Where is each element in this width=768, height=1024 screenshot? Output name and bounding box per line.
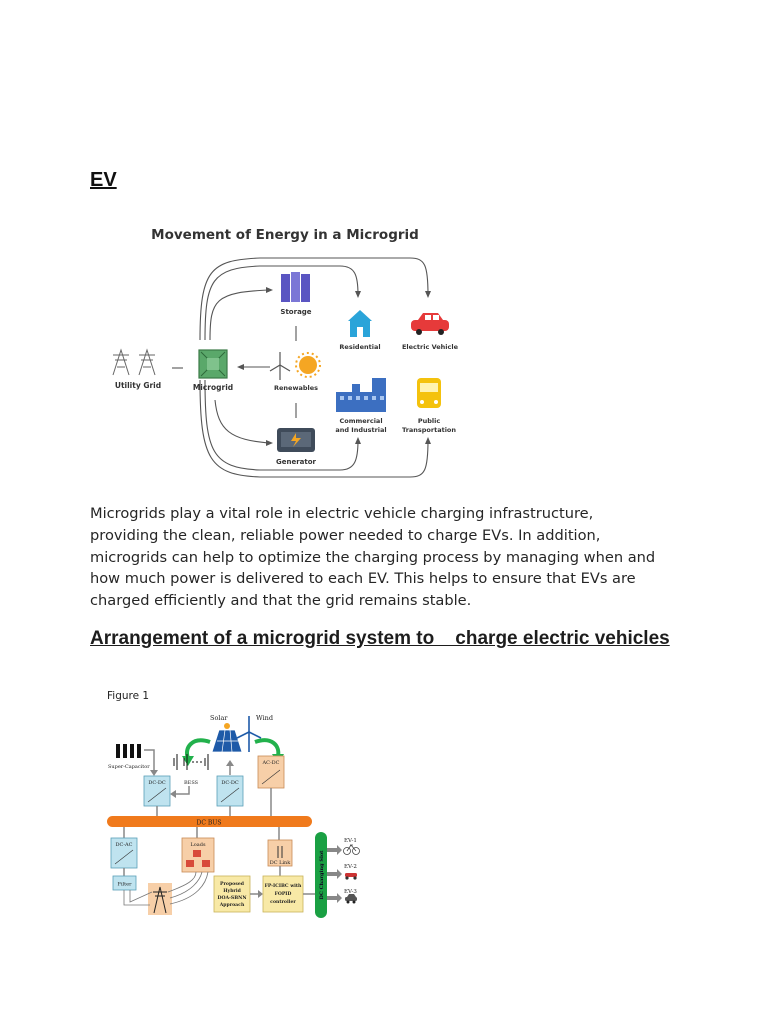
super-capacitor-icon (116, 744, 141, 758)
svg-text:Loads: Loads (190, 842, 206, 848)
car-icon (411, 313, 449, 335)
public-label-1: Public (418, 417, 441, 425)
utility-grid-label: Utility Grid (115, 381, 161, 390)
solar-label: Solar (210, 714, 228, 722)
wind-arrow (254, 738, 281, 757)
microgrid-icon (198, 349, 228, 379)
dc-dc-converter-2: DC-DC (216, 775, 244, 807)
wind-turbine-icon (269, 352, 291, 380)
energy-microgrid-figure: Movement of Energy in a Microgrid Storag… (112, 227, 459, 478)
dc-ac-converter: DC-AC (110, 837, 138, 869)
svg-text:DC Link: DC Link (270, 860, 292, 866)
charging-slot-bar (315, 832, 327, 918)
dc-link-box: DC Link (267, 839, 293, 867)
wind-turbine-icon (236, 716, 262, 752)
generator-label: Generator (276, 458, 317, 466)
electric-vehicle-label: Electric Vehicle (402, 343, 459, 351)
svg-text:AC-DC: AC-DC (262, 760, 280, 766)
dc-bus-label: DC BUS (197, 820, 222, 827)
svg-text:FOPID: FOPID (275, 891, 292, 897)
svg-text:Approach: Approach (219, 902, 245, 908)
figure-caption: Figure 1 (107, 690, 149, 702)
wind-label: Wind (256, 714, 273, 722)
sun-icon (295, 352, 321, 378)
bess-label: BESS (184, 780, 199, 786)
house-icon (348, 310, 372, 337)
charging-slot-label: DC Charging Slot (319, 850, 325, 900)
car-icon (345, 894, 357, 904)
controller-box: FP-ICIBC with FOPID controller (262, 875, 304, 913)
power-tower-icon (112, 348, 156, 376)
ev-heading: EV (90, 169, 117, 191)
ev2-label: EV-2 (344, 864, 357, 870)
bus-icon (417, 378, 441, 408)
microgrid-label: Microgrid (193, 383, 233, 392)
residential-label: Residential (339, 343, 380, 351)
svg-text:DC-DC: DC-DC (221, 780, 239, 786)
commercial-label-2: and Industrial (335, 426, 386, 434)
body-paragraph: Microgrids play a vital role in electric… (90, 505, 656, 610)
svg-text:DOA-SBNN: DOA-SBNN (217, 895, 247, 901)
section-heading: Arrangement of a microgrid system to cha… (90, 628, 670, 649)
factory-icon (336, 378, 386, 412)
svg-text:DC-DC: DC-DC (148, 780, 166, 786)
figure-title: Movement of Energy in a Microgrid (151, 227, 419, 243)
scooter-icon (345, 873, 357, 880)
loads-box: Loads (181, 837, 215, 873)
svg-text:Proposed: Proposed (220, 881, 245, 887)
battery-icon (173, 754, 209, 770)
super-capacitor-label: Super-Capacitor (108, 764, 150, 770)
bicycle-icon (343, 844, 360, 855)
svg-text:FP-ICIBC with: FP-ICIBC with (265, 883, 302, 889)
svg-text:Filter: Filter (117, 882, 132, 888)
arrangement-figure: Figure 1 Solar Wind Super-Capacitor BESS… (107, 690, 360, 918)
filter-box: Filter (112, 875, 137, 891)
public-label-2: Transportation (402, 426, 456, 434)
svg-text:DC-AC: DC-AC (116, 842, 133, 848)
ac-dc-converter: AC-DC (257, 755, 285, 789)
transmission-tower-icon (148, 883, 172, 915)
svg-text:controller: controller (270, 899, 296, 905)
ev1-label: EV-1 (344, 838, 357, 844)
commercial-label-1: Commercial (339, 417, 382, 425)
storage-label: Storage (280, 308, 311, 316)
solar-arrow (185, 738, 211, 759)
proposed-approach-box: Proposed Hybrid DOA-SBNN Approach (213, 875, 251, 913)
battery-storage-icon (281, 272, 310, 302)
renewables-label: Renewables (274, 384, 318, 392)
ev3-label: EV-3 (344, 889, 357, 895)
solar-panel-icon (211, 723, 243, 753)
svg-text:Hybrid: Hybrid (223, 888, 241, 894)
dc-bus-bar (107, 816, 312, 827)
dc-dc-converter-1: DC-DC (143, 775, 171, 807)
generator-icon (277, 428, 315, 452)
